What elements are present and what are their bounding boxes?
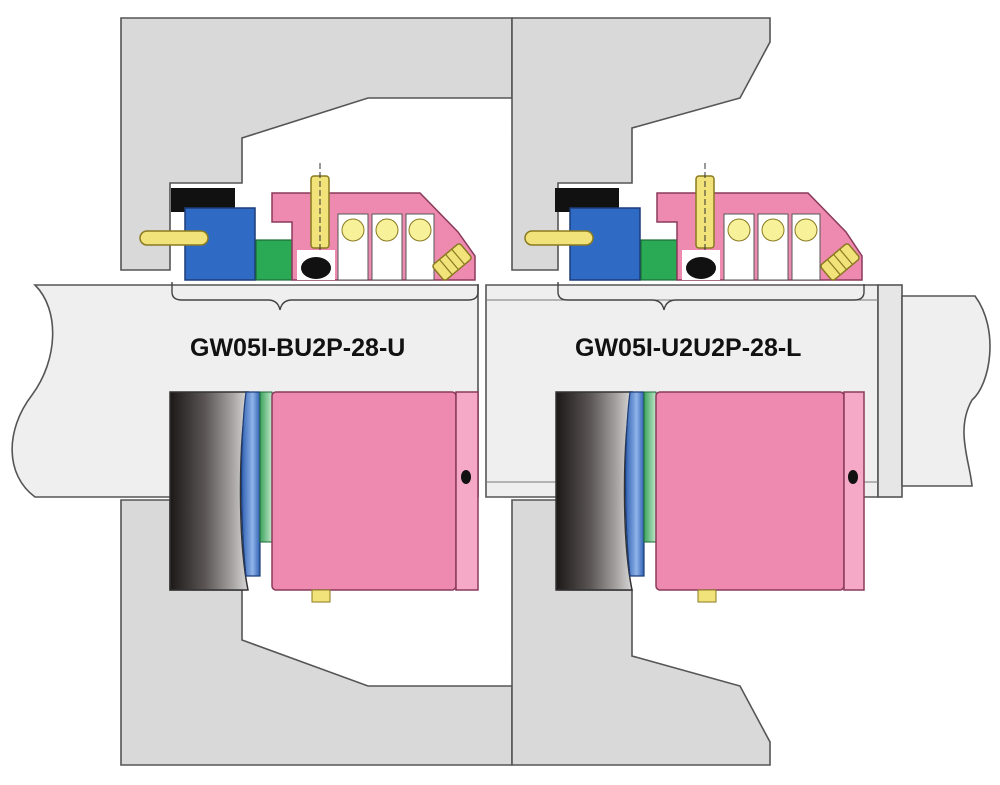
anti-rotation-pin — [524, 230, 594, 246]
seal-right-bottom — [555, 391, 865, 603]
spring-1 — [727, 218, 751, 242]
sleeve-body-pink — [271, 391, 457, 591]
spring-2 — [375, 218, 399, 242]
sleeve-collar-pink — [455, 391, 479, 591]
shaft-end — [901, 295, 991, 487]
spring-3 — [794, 218, 818, 242]
brace-right — [557, 282, 865, 311]
spring-3 — [408, 218, 432, 242]
seat-o-ring-green — [640, 239, 678, 281]
o-ring-black — [301, 257, 331, 279]
drive-screw-angled — [820, 243, 860, 281]
seat-blue-band — [624, 391, 645, 577]
pin-stub — [311, 589, 331, 603]
seal-left-bottom — [169, 391, 479, 603]
seat-blue-band — [240, 391, 261, 577]
seal-label-left: GW05I-BU2P-28-U — [190, 334, 405, 362]
set-screw-hole — [848, 470, 858, 484]
sleeve-collar-pink — [843, 391, 865, 591]
spring-2 — [761, 218, 785, 242]
housing-right-top — [511, 17, 771, 271]
anti-rotation-pin — [139, 230, 209, 246]
rotary-face-ring — [169, 391, 249, 591]
green-o-ring-band — [643, 391, 657, 543]
o-ring-black — [686, 257, 716, 279]
drive-screw-angled — [432, 243, 472, 281]
seat-o-ring-green — [255, 239, 293, 281]
pin-stub — [697, 589, 717, 603]
sleeve-body-pink — [655, 391, 845, 591]
shaft-collar — [877, 284, 903, 498]
rotary-face-ring — [555, 391, 633, 591]
brace-left — [171, 282, 479, 311]
set-screw-hole — [461, 470, 471, 484]
spring-1 — [341, 218, 365, 242]
seal-right-top — [524, 163, 863, 281]
green-o-ring-band — [259, 391, 273, 543]
seal-left-top — [139, 163, 476, 281]
seal-label-right: GW05I-U2U2P-28-L — [575, 334, 801, 362]
